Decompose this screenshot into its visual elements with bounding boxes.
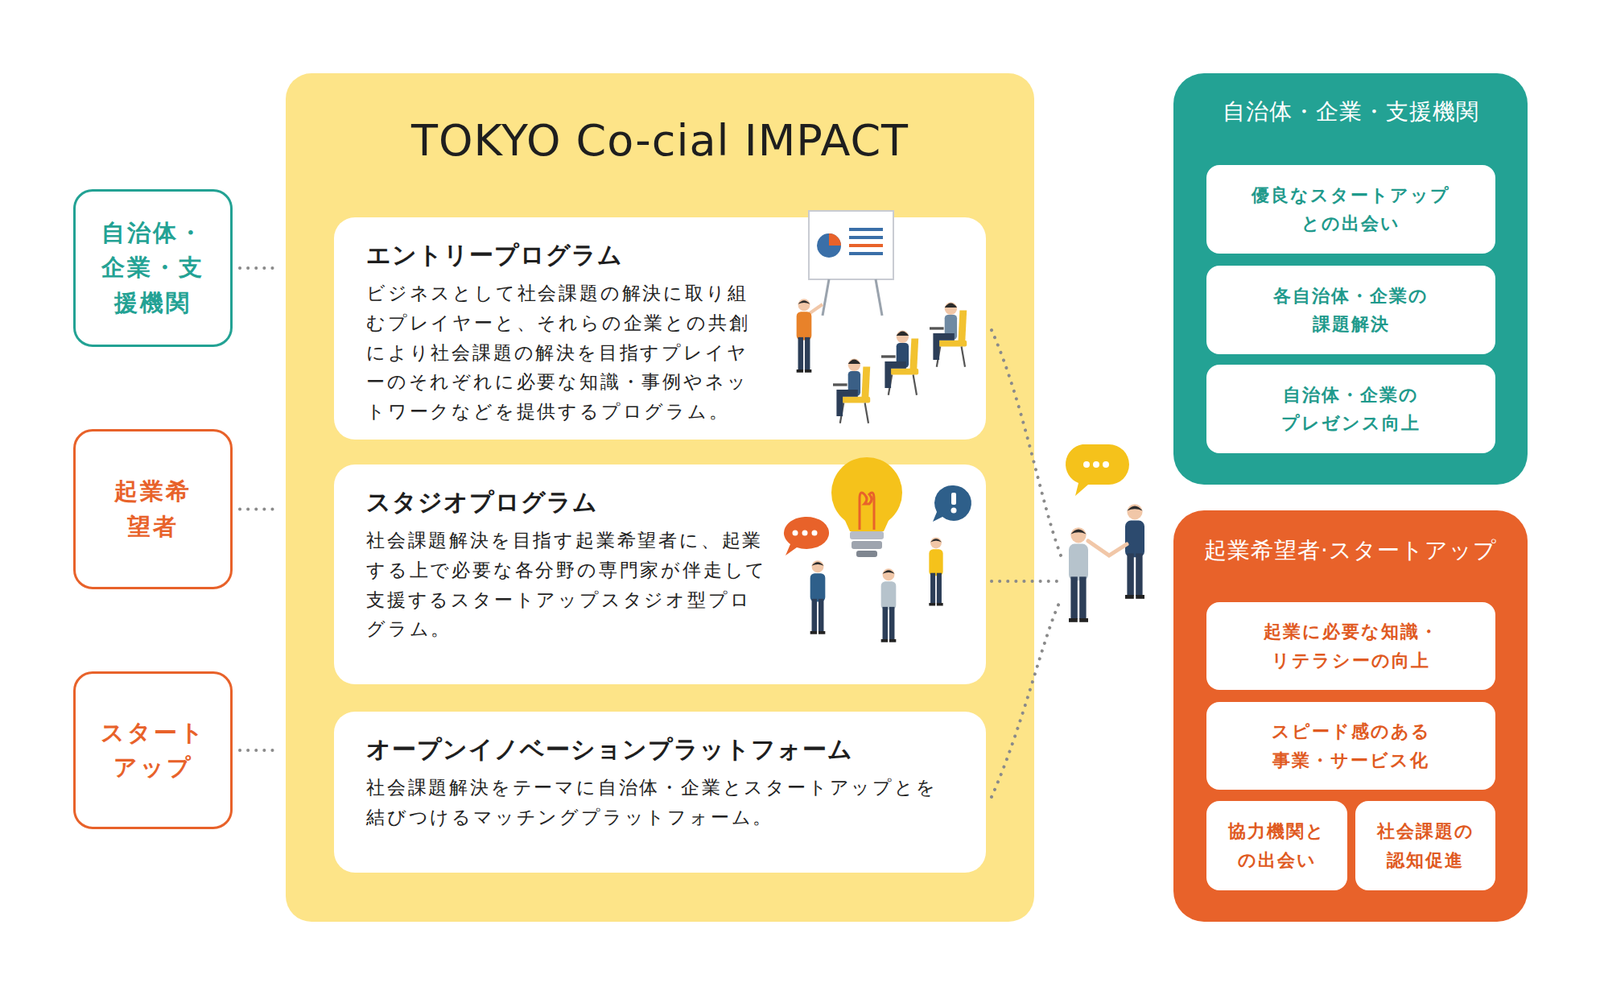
dotted-connector xyxy=(239,507,281,512)
benefit-box: 自治体・企業のプレゼンス向上 xyxy=(1206,364,1496,454)
box-label: 社会課題の認知促進 xyxy=(1372,816,1479,874)
program-card: スタジオプログラム社会課題解決を目指す起業希望者に、起業する上で必要な各分野の専… xyxy=(334,464,986,685)
panel-title: 自治体・企業・支援機関 xyxy=(1173,95,1528,128)
card-heading: エントリープログラム xyxy=(366,238,769,273)
box-label: 優良なスタートアップとの出会い xyxy=(1249,181,1453,238)
box-label: 自治体・企業のプレゼンス向上 xyxy=(1278,380,1424,438)
benefit-box: 社会課題の認知促進 xyxy=(1355,800,1496,891)
handshake-figure xyxy=(1065,444,1145,623)
handshake-figure-part xyxy=(1102,461,1110,468)
handshake-figure-part xyxy=(1083,461,1090,468)
card-body: ビジネスとして社会課題の解決に取り組むプレイヤーと、それらの企業との共創により社… xyxy=(366,278,769,427)
box-label: 起業希望者 xyxy=(111,474,194,545)
handshake-figure-part xyxy=(1065,444,1130,496)
stakeholder-box: 起業希望者 xyxy=(73,428,233,590)
program-card: オープンイノベーションプラットフォーム社会課題解決をテーマに自治体・企業とスター… xyxy=(334,711,986,873)
box-label: スタートアップ xyxy=(98,715,207,786)
box-label: 起業に必要な知識・リテラシーの向上 xyxy=(1259,617,1444,674)
benefit-box: 優良なスタートアップとの出会い xyxy=(1206,164,1496,254)
card-heading: スタジオプログラム xyxy=(366,485,769,520)
benefit-panel: 起業希望者·スタートアップ起業に必要な知識・リテラシーの向上スピード感のある事業… xyxy=(1173,510,1528,922)
benefit-panel: 自治体・企業・支援機関優良なスタートアップとの出会い各自治体・企業の課題解決自治… xyxy=(1173,73,1528,485)
dotted-connector xyxy=(239,266,281,270)
card-heading: オープンイノベーションプラットフォーム xyxy=(366,732,948,767)
card-body: 社会課題解決をテーマに自治体・企業とスタートアップとを結びつけるマッチングプラッ… xyxy=(366,772,948,833)
handshake-figure-part xyxy=(1088,540,1127,556)
handshake-figure-part xyxy=(1125,503,1145,599)
stakeholder-box: スタートアップ xyxy=(73,671,233,829)
box-label: スピード感のある事業・サービス化 xyxy=(1269,717,1434,774)
box-label: 自治体・企業・支援機関 xyxy=(98,215,207,322)
stakeholder-box: 自治体・企業・支援機関 xyxy=(73,189,233,347)
panel-title: 起業希望者·スタートアップ xyxy=(1173,534,1528,566)
program-panel: TOKYO Co-cial IMPACT エントリープログラムビジネスとして社会課… xyxy=(285,73,1035,922)
card-body: 社会課題解決を目指す起業希望者に、起業する上で必要な各分野の専門家が伴走して支援… xyxy=(366,525,769,644)
benefit-box: 協力機関との出会い xyxy=(1206,800,1348,891)
benefit-box: 起業に必要な知識・リテラシーの向上 xyxy=(1206,602,1496,690)
box-label: 協力機関との出会い xyxy=(1224,816,1331,874)
panel-title: TOKYO Co-cial IMPACT xyxy=(285,115,1035,168)
box-label: 各自治体・企業の課題解決 xyxy=(1269,281,1434,339)
benefit-box: スピード感のある事業・サービス化 xyxy=(1206,701,1496,790)
dotted-connector xyxy=(239,748,281,752)
program-card: エントリープログラムビジネスとして社会課題の解決に取り組むプレイヤーと、それらの… xyxy=(334,217,986,440)
benefit-box: 各自治体・企業の課題解決 xyxy=(1206,265,1496,355)
handshake-figure-part xyxy=(1068,527,1089,623)
handshake-figure-part xyxy=(1092,461,1100,468)
